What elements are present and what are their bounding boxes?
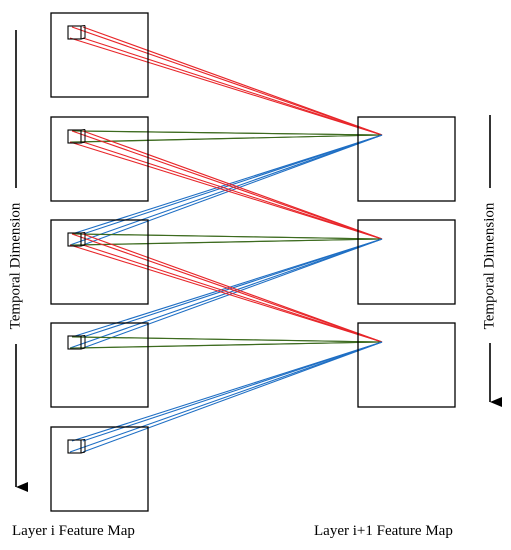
left-feature-map-1 [50, 12, 149, 98]
kernel-cube [67, 335, 86, 350]
green-connection-2 [69, 233, 383, 246]
green-connection-1 [69, 130, 383, 143]
blue-connection-3 [69, 341, 383, 453]
right-feature-map-3 [357, 322, 456, 408]
left-feature-map-4 [50, 322, 149, 408]
left-feature-map-caption: Layer i Feature Map [12, 523, 135, 539]
kernel-cube [67, 129, 86, 144]
red-connection-1 [69, 26, 383, 136]
right-feature-map-2 [357, 219, 456, 305]
kernel-cube [67, 232, 86, 247]
feature-maps [50, 12, 456, 512]
connection-lines [69, 26, 383, 453]
kernel-cube [67, 439, 86, 454]
left-feature-map-3 [50, 219, 149, 305]
left-temporal-axis: Temporal Dimension [7, 30, 28, 492]
right-temporal-axis: Temporal Dimension [481, 115, 502, 407]
right-feature-map-1 [357, 116, 456, 202]
kernel-cube [67, 25, 86, 40]
left-axis-label: Temporal Dimension [7, 202, 23, 329]
red-connection-3 [69, 233, 383, 343]
right-axis-label: Temporal Dimension [481, 202, 497, 329]
left-feature-map-2 [50, 116, 149, 202]
left-feature-map-5 [50, 426, 149, 512]
red-connection-2 [69, 130, 383, 240]
green-connection-3 [69, 336, 383, 349]
right-feature-map-caption: Layer i+1 Feature Map [314, 523, 453, 539]
